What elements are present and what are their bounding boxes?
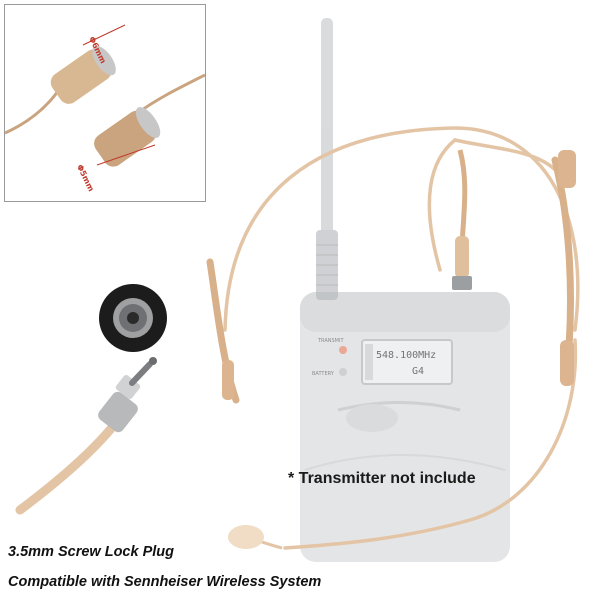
screw-lock-plug [15, 357, 157, 515]
inset-illustration [5, 24, 205, 167]
transmitter-display-freq: 548.100MHz [376, 350, 436, 361]
socket-detail [99, 284, 167, 352]
right-ear-hook [551, 150, 576, 386]
headset-frame [223, 126, 580, 550]
transmitter-antenna [316, 18, 338, 300]
transmitter-note: * Transmitter not include [288, 470, 476, 487]
transmitter-label-bottom: BATTERY [312, 371, 335, 377]
caption-plug: 3.5mm Screw Lock Plug [8, 544, 175, 560]
transmitter-label-top: TRANSMIT [317, 338, 344, 344]
inset-detail: Φ6mm Φ5mm [4, 4, 206, 202]
caption-compatibility: Compatible with Sennheiser Wireless Syst… [8, 574, 322, 590]
transmitter-display-group: G4 [412, 366, 424, 377]
left-ear-hook [206, 258, 240, 404]
boom-mic [228, 525, 283, 550]
transmitter-body [300, 292, 510, 562]
headset-cable [452, 149, 472, 290]
